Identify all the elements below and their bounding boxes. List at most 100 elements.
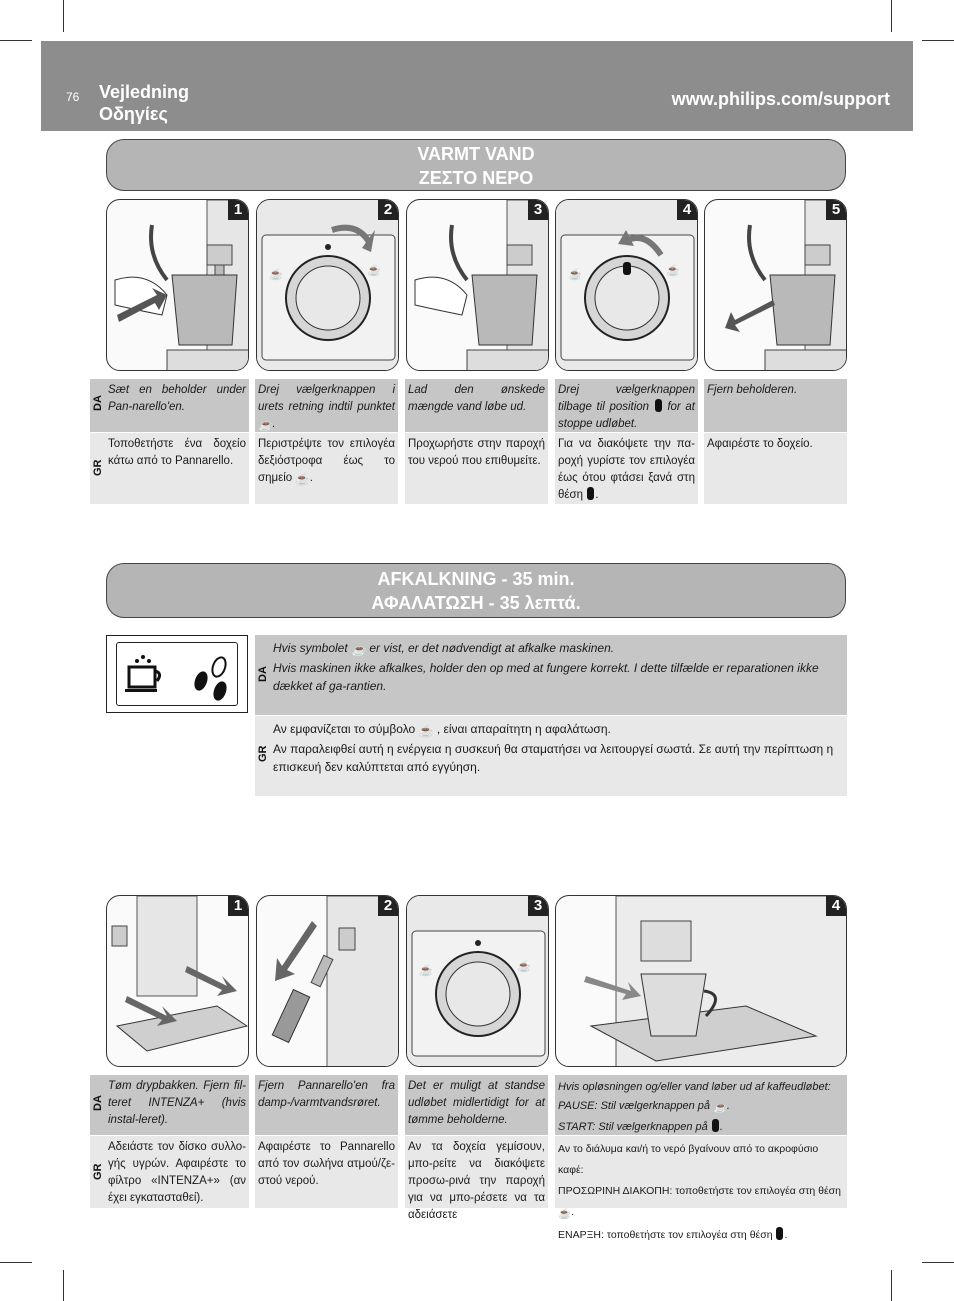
svg-text:☕: ☕	[419, 963, 433, 977]
header-title-gr: Οδηγίες	[99, 104, 168, 124]
step-text-da: Fjern Pannarello'en fra damp-/varmtvands…	[258, 1080, 395, 1109]
illustration-panel: 3	[406, 199, 549, 371]
step-text-gr: Για να διακόψετε την πα-ροχή γυρίστε τον…	[558, 438, 695, 501]
step-number: 3	[528, 896, 548, 916]
step-text-da: Det er muligt at standse udløbet midlert…	[408, 1080, 545, 1126]
info-text-gr: Αν εμφανίζεται το σύμβολο	[273, 722, 416, 736]
illustration-panel: ☕ ☕ 2	[256, 199, 399, 371]
off-position-icon	[654, 399, 662, 412]
step-number: 1	[228, 200, 248, 220]
step-cell-gr: Αφαιρέστε το δοχείο.	[704, 433, 847, 504]
illustration-panel: 5	[704, 199, 847, 371]
illustration-panel: 1	[106, 199, 249, 371]
info-text-da: Hvis symbolet	[273, 641, 348, 655]
step-text-da: Fjern beholderen.	[707, 384, 798, 396]
step-text-da: Hvis opløsningen og/eller vand løber ud …	[558, 1081, 831, 1093]
step-cell-gr: Αφαιρέστε το Pannarello από τον σωλήνα α…	[255, 1136, 398, 1208]
lang-row-gr: Αδειάστε τον δίσκο συλλο-γής υγρών. Αφαι…	[90, 1136, 249, 1208]
illustration-panel: 2	[256, 895, 399, 1067]
lang-row-da: Sæt en beholder under Pan-narello'en.	[90, 379, 249, 432]
step-text-da: PAUSE: Stil vælgerknappen på	[558, 1100, 711, 1112]
off-position-icon	[711, 1119, 719, 1132]
lang-label-da: DA	[92, 395, 104, 411]
step-cell-gr: Προχωρήστε στην παροχή του νερού που επι…	[405, 433, 548, 504]
step-cell-da: Det er muligt at standse udløbet midlert…	[405, 1075, 548, 1135]
page-header	[41, 41, 913, 131]
step-cell-gr: Περιστρέψτε τον επιλογέα δεξιόστροφα έως…	[255, 433, 398, 504]
info-text-da: Hvis maskinen ikke afkalkes, holder den …	[273, 661, 819, 693]
illustration-panel: 1	[106, 895, 249, 1067]
section-title-da: AFKALKNING - 35 min.	[377, 569, 575, 589]
step-text-gr: ΠΡΟΣΩΡΙΝΗ ΔΙΑΚΟΠΗ: τοποθετήστε τον επιλο…	[558, 1185, 841, 1197]
step-text-gr: Αν το διάλυμα και/ή το νερό βγαίνουν από…	[558, 1143, 819, 1176]
step-number: 5	[826, 200, 846, 220]
section-banner-hot-water: VARMT VAND ΖΕΣΤΟ ΝΕΡΟ	[106, 139, 846, 191]
step-text-gr: Προχωρήστε στην παροχή του νερού που επι…	[408, 438, 545, 467]
step-cell-da: Drej vælgerknappen i urets retning indti…	[255, 379, 398, 432]
section-banner-descaling: AFKALKNING - 35 min. ΑΦΑΛΑΤΩΣΗ - 35 λεπτ…	[106, 563, 846, 618]
info-text-gr: , είναι απαραίτητη η αφαλάτωση.	[436, 722, 611, 736]
display-screen	[116, 642, 238, 706]
step-text-gr: Τοποθετήστε ένα δοχείο κάτω από το Panna…	[108, 438, 246, 467]
step-cell-da: Fjern Pannarello'en fra damp-/varmtvands…	[255, 1075, 398, 1135]
hot-water-cup-icon: ☕	[713, 1102, 727, 1114]
lang-label-da: DA	[92, 1095, 104, 1111]
step-text-da: Lad den ønskede mængde vand løbe ud.	[408, 384, 545, 413]
step-cell-da: Fjern beholderen.	[704, 379, 847, 432]
svg-text:☕: ☕	[568, 267, 582, 281]
off-position-icon	[776, 1227, 784, 1240]
step-cell-gr: Για να διακόψετε την πα-ροχή γυρίστε τον…	[555, 433, 698, 504]
calc-clean-icon: ☕	[351, 643, 366, 657]
svg-text:☕: ☕	[666, 263, 680, 277]
illustration-panel: 4	[555, 895, 847, 1067]
step-number: 2	[378, 896, 398, 916]
lang-label-gr: GR	[257, 745, 269, 763]
step-text-da: Sæt en beholder under Pan-narello'en.	[108, 384, 246, 413]
step-cell-gr: Αν το διάλυμα και/ή το νερό βγαίνουν από…	[555, 1136, 847, 1241]
step-text-gr: Περιστρέψτε τον επιλογέα δεξιόστροφα έως…	[258, 438, 395, 484]
step-text-da-tail: for at stoppe udløbet.	[558, 401, 695, 430]
info-da: Hvis symbolet ☕ er vist, er det nødvendi…	[255, 635, 847, 715]
svg-text:☕: ☕	[269, 267, 283, 281]
step-text-gr: Αδειάστε τον δίσκο συλλο-γής υγρών. Αφαι…	[108, 1141, 246, 1204]
svg-text:☕: ☕	[367, 263, 381, 277]
crop-mark	[891, 0, 892, 32]
step-cell-gr: Αν τα δοχεία γεμίσουν, μπο-ρείτε να διακ…	[405, 1136, 548, 1221]
step-cell-da: Hvis opløsningen og/eller vand løber ud …	[555, 1075, 847, 1135]
step-text-da: Tøm drypbakken. Fjern fil-teret INTENZA+…	[108, 1080, 246, 1126]
section-title-da: VARMT VAND	[417, 144, 535, 164]
step-text-da: Drej vælgerknappen i urets retning indti…	[258, 384, 395, 413]
step-number: 4	[826, 896, 846, 916]
hot-water-cup-icon: ☕	[258, 420, 273, 432]
display-illustration	[106, 635, 248, 713]
illustration-panel: ☕ ☕ 3	[406, 895, 549, 1067]
crop-mark	[63, 0, 64, 32]
info-text-gr: Αν παραλειφθεί αυτή η ενέργεια η συσκευή…	[273, 742, 834, 774]
step-text-gr: Αν τα δοχεία γεμίσουν, μπο-ρείτε να διακ…	[408, 1141, 545, 1221]
lang-label-da: DA	[257, 666, 269, 682]
header-title-da: Vejledning	[99, 82, 190, 102]
step-text-da: START: Stil vælgerknappen på	[558, 1121, 708, 1133]
lang-label-gr: GR	[92, 1163, 104, 1181]
hot-water-cup-icon: ☕	[295, 474, 310, 486]
step-number: 2	[378, 200, 398, 220]
crop-mark	[0, 1262, 32, 1263]
svg-text:☕: ☕	[517, 959, 531, 973]
crop-mark	[891, 1270, 892, 1301]
page-number: 76	[66, 90, 80, 104]
section-title-gr: ΖΕΣΤΟ ΝΕΡΟ	[418, 168, 534, 188]
step-number: 4	[677, 200, 697, 220]
off-position-icon	[587, 487, 595, 500]
lang-row-gr: Τοποθετήστε ένα δοχείο κάτω από το Panna…	[90, 433, 249, 504]
step-number: 1	[228, 896, 248, 916]
hot-water-cup-icon: ☕	[558, 1208, 572, 1220]
section-title-gr: ΑΦΑΛΑΤΩΣΗ - 35 λεπτά.	[371, 593, 581, 613]
lang-row-da: Tøm drypbakken. Fjern fil-teret INTENZA+…	[90, 1075, 249, 1135]
step-text-da: Drej vælgerknappen tilbage til position	[558, 384, 695, 413]
info-text-da: er vist, er det nødvendigt at afkalke ma…	[369, 641, 615, 655]
step-text-gr: Αφαιρέστε το δοχείο.	[707, 438, 813, 450]
step-text-gr: Αφαιρέστε το Pannarello από τον σωλήνα α…	[258, 1141, 395, 1187]
calc-clean-icon: ☕	[418, 724, 434, 738]
support-link[interactable]: www.philips.com/support	[671, 89, 890, 109]
step-cell-da: Drej vælgerknappen tilbage til position …	[555, 379, 698, 432]
